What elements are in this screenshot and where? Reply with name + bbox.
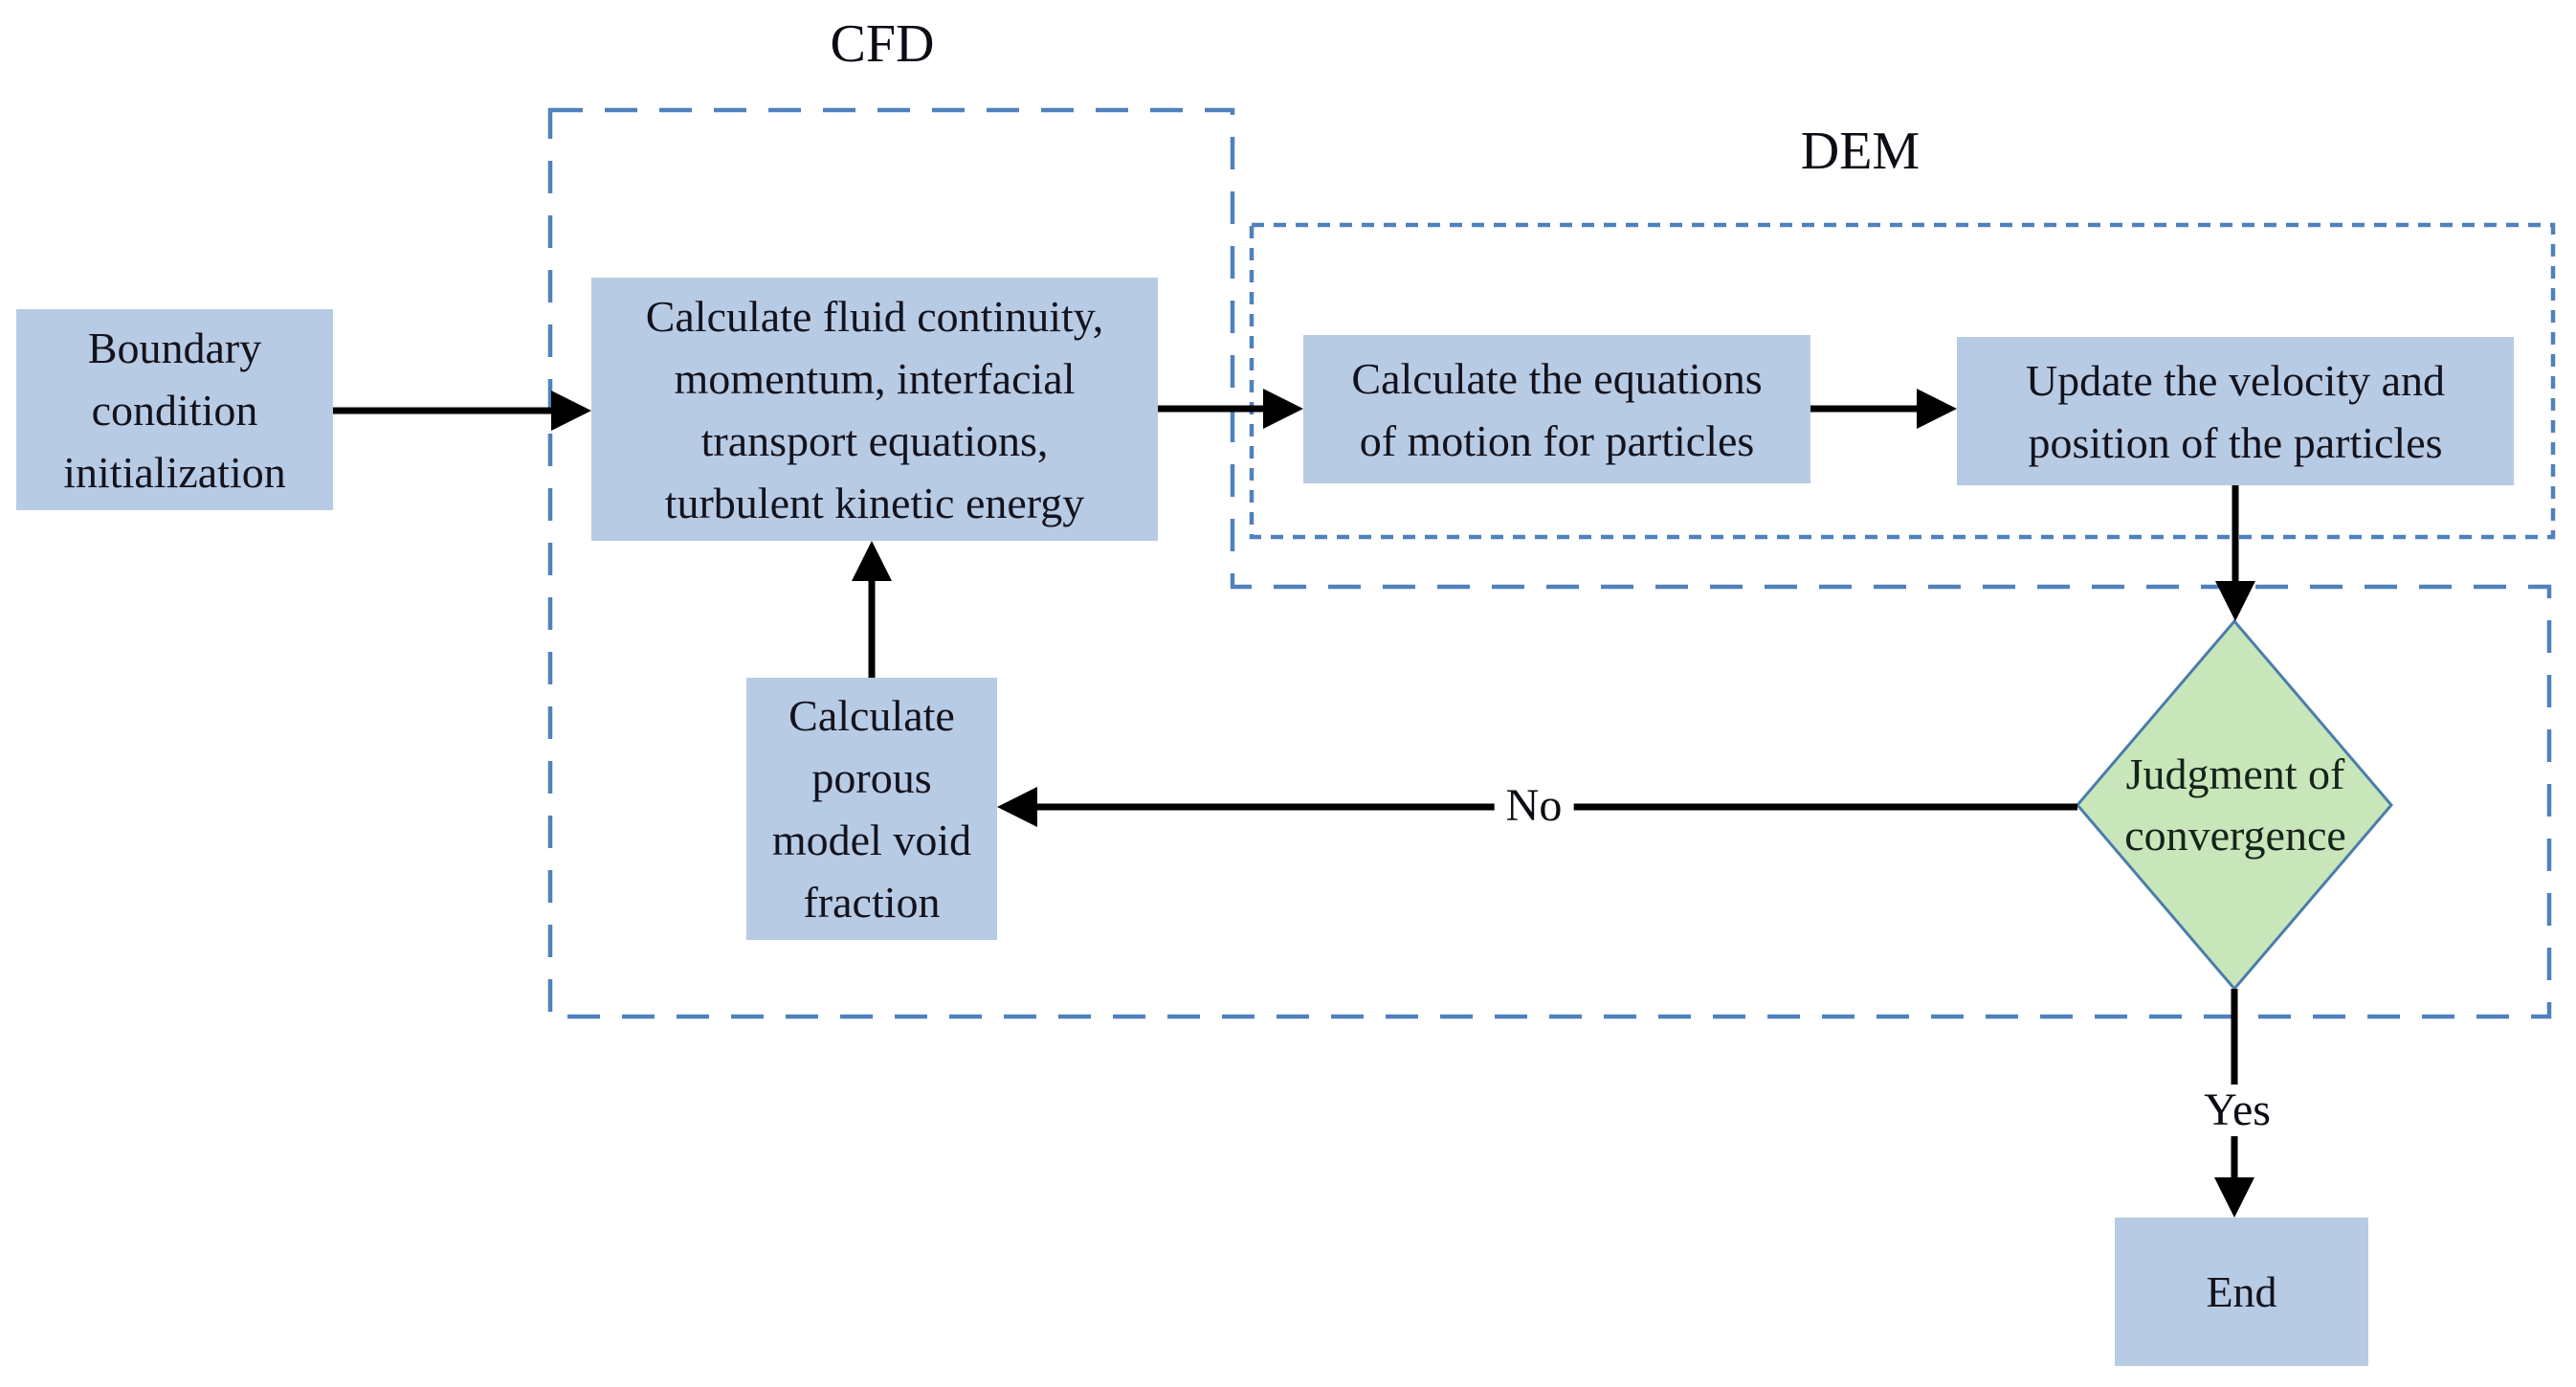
edge-label-yes: Yes: [2192, 1085, 2282, 1136]
judgment-diamond-label: Judgment of convergence: [2124, 749, 2346, 860]
cfd-region-outline: [547, 107, 2552, 1019]
node-calculate-equations-of-motion: Calculate the equations of motion for pa…: [1303, 335, 1810, 483]
node-end: End: [2115, 1218, 2368, 1366]
dem-region-outline: [1249, 222, 2556, 540]
dem-region-label: DEM: [1800, 122, 1921, 181]
node-update-velocity-position: Update the velocity and position of the …: [1957, 337, 2514, 485]
node-calculate-fluid-equations: Calculate fluid continuity, momentum, in…: [591, 278, 1158, 541]
edge-label-no: No: [1494, 780, 1574, 832]
cfd-region-label: CFD: [830, 14, 935, 74]
node-calculate-porous-void-fraction: Calculate porous model void fraction: [746, 678, 997, 940]
node-boundary-condition-initialization: Boundary condition initialization: [16, 309, 333, 510]
